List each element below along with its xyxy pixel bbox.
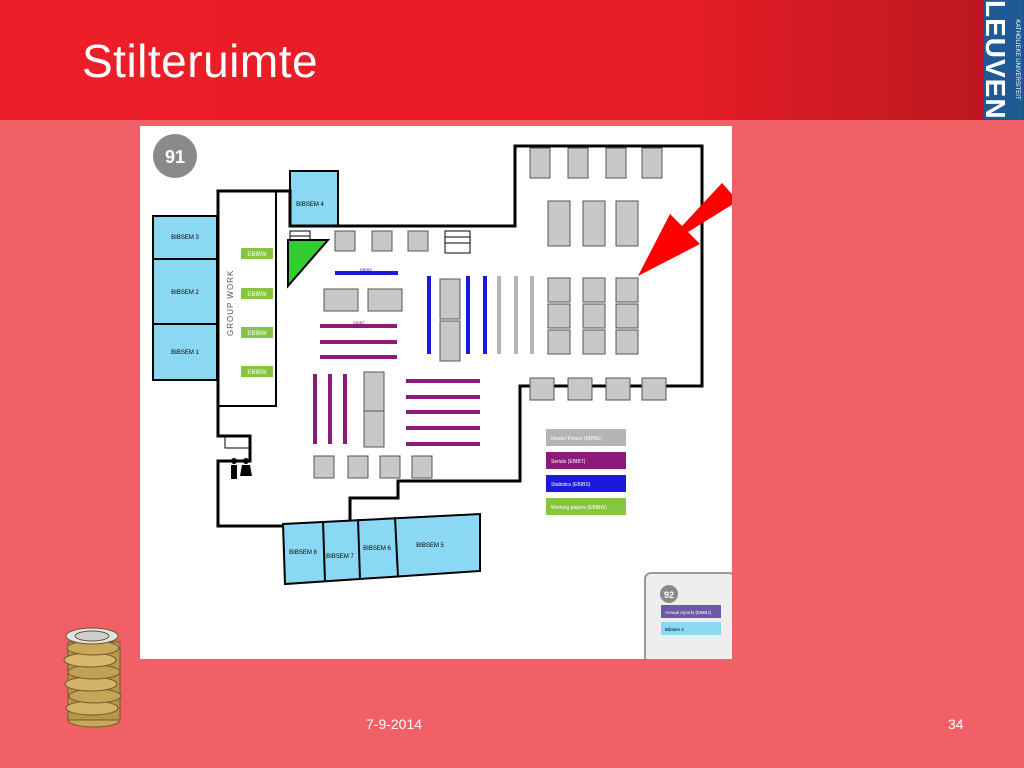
serials-shelf-label: EBIBT <box>353 320 365 325</box>
serials-shelves <box>313 324 480 446</box>
svg-text:EBIBW: EBIBW <box>247 252 267 258</box>
room-bibsem-4: BIBSEM 4 <box>296 202 324 208</box>
inset-annual-reports: Annual reports (EBIBJ) <box>665 610 712 615</box>
svg-text:EBIBW: EBIBW <box>247 370 267 376</box>
red-arrow-icon <box>638 183 732 276</box>
room-bibsem-5: BIBSEM 5 <box>416 543 444 549</box>
slide-header <box>0 0 1024 120</box>
stairs <box>224 230 471 449</box>
svg-text:EBIBW: EBIBW <box>247 292 267 298</box>
silent-area-marker <box>287 239 331 289</box>
room-bibsem-8: BIBSEM 8 <box>289 550 317 556</box>
legend-statistics: Statistics (EBIBS) <box>551 482 591 488</box>
logo-sub-text: KATHOLIEKE UNIVERSITEIT <box>1014 19 1020 100</box>
building-outline <box>216 144 704 528</box>
bottom-rooms-block <box>281 512 481 586</box>
footer-page-number: 34 <box>948 716 964 732</box>
logo-main-text: LEUVEN <box>980 0 1011 120</box>
room-bibsem-3: BIBSEM 3 <box>171 235 199 241</box>
floor-badge <box>153 134 197 178</box>
room-bibsem-4-area <box>289 170 339 227</box>
inset-badge: 92 <box>664 590 674 600</box>
floor-plan: 91 BIBSEM 3 BIBSEM 2 BIBSEM 1 BIBSEM 4 G… <box>140 126 732 659</box>
room-bibsem-2: BIBSEM 2 <box>171 290 199 296</box>
inset-floor-92: 92 Annual reports (EBIBJ) Bibsem 4 <box>644 572 732 659</box>
room-bibsem-1: BIBSEM 1 <box>171 350 199 356</box>
floor-plan-drawing: 91 BIBSEM 3 BIBSEM 2 BIBSEM 1 BIBSEM 4 G… <box>152 134 732 659</box>
legend-master-theses: Master theses (EBIBE) <box>551 436 602 442</box>
group-work-tags: EBIBW EBIBW EBIBW EBIBW <box>241 248 273 377</box>
legend-working-papers: Working papers (EBIBW) <box>551 505 607 511</box>
statistics-shelves <box>335 271 487 354</box>
inset-bibsem-4: Bibsem 4 <box>665 627 684 632</box>
study-tables <box>313 147 667 479</box>
svg-text:EBIBW: EBIBW <box>247 331 267 337</box>
legend: Master theses (EBIBE) Serials (EBIBT) St… <box>546 429 626 515</box>
group-work-label: GROUP WORK <box>226 270 235 336</box>
legend-serials: Serials (EBIBT) <box>551 459 586 465</box>
ku-leuven-logo: LEUVEN KATHOLIEKE UNIVERSITEIT <box>980 0 1023 120</box>
coin-stack-icon <box>63 627 122 728</box>
statistics-shelf-label: EBIBS <box>360 267 372 272</box>
footer-date: 7-9-2014 <box>366 716 423 732</box>
left-rooms-block <box>152 215 218 381</box>
master-theses-shelves <box>497 276 534 354</box>
room-bibsem-6: BIBSEM 6 <box>363 546 391 552</box>
room-bibsem-7: BIBSEM 7 <box>326 554 354 560</box>
toilets-icon <box>231 458 252 479</box>
floor-badge-label: 91 <box>165 147 185 167</box>
slide-title: Stilteruimte <box>82 35 319 87</box>
